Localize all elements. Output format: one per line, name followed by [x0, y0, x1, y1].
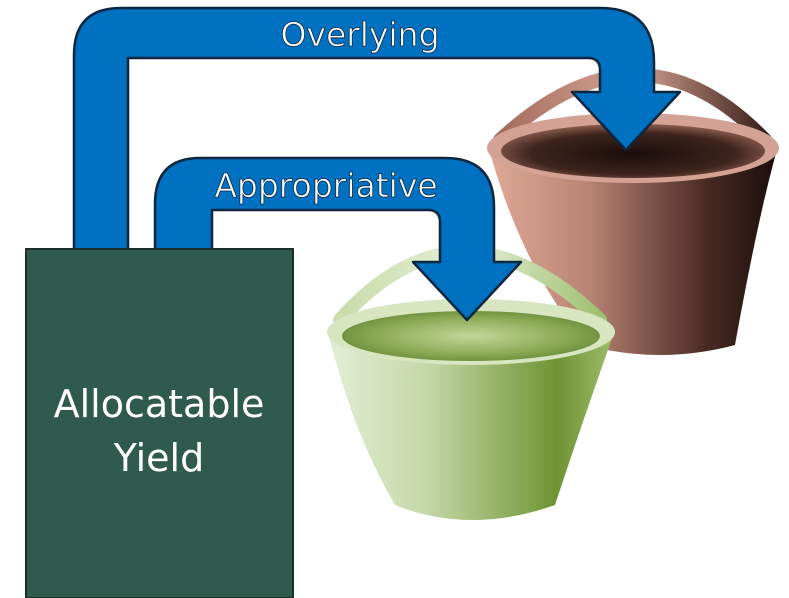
overlying-arrow-label: Overlying	[280, 15, 439, 54]
appropriative-bucket	[327, 245, 615, 520]
appropriative-bucket-mouth	[342, 311, 600, 361]
overlying-bucket-mouth	[501, 124, 765, 178]
appropriative-arrow-label: Appropriative	[214, 166, 437, 205]
allocatable-yield-label-line2: Yield	[113, 436, 204, 480]
overlying-bucket	[487, 68, 779, 355]
allocatable-yield-label-line1: Allocatable	[54, 382, 265, 426]
allocatable-yield-rect	[25, 248, 294, 598]
overlying-bucket-body	[488, 146, 778, 355]
allocatable-yield-box: Allocatable Yield	[25, 248, 294, 598]
overlying-arrow-shape	[72, 6, 682, 302]
appropriative-arrow: Appropriative	[153, 156, 523, 322]
appropriative-arrow-shape	[153, 156, 523, 322]
appropriative-bucket-body	[328, 333, 614, 520]
overlying-arrow: Overlying	[72, 6, 682, 302]
